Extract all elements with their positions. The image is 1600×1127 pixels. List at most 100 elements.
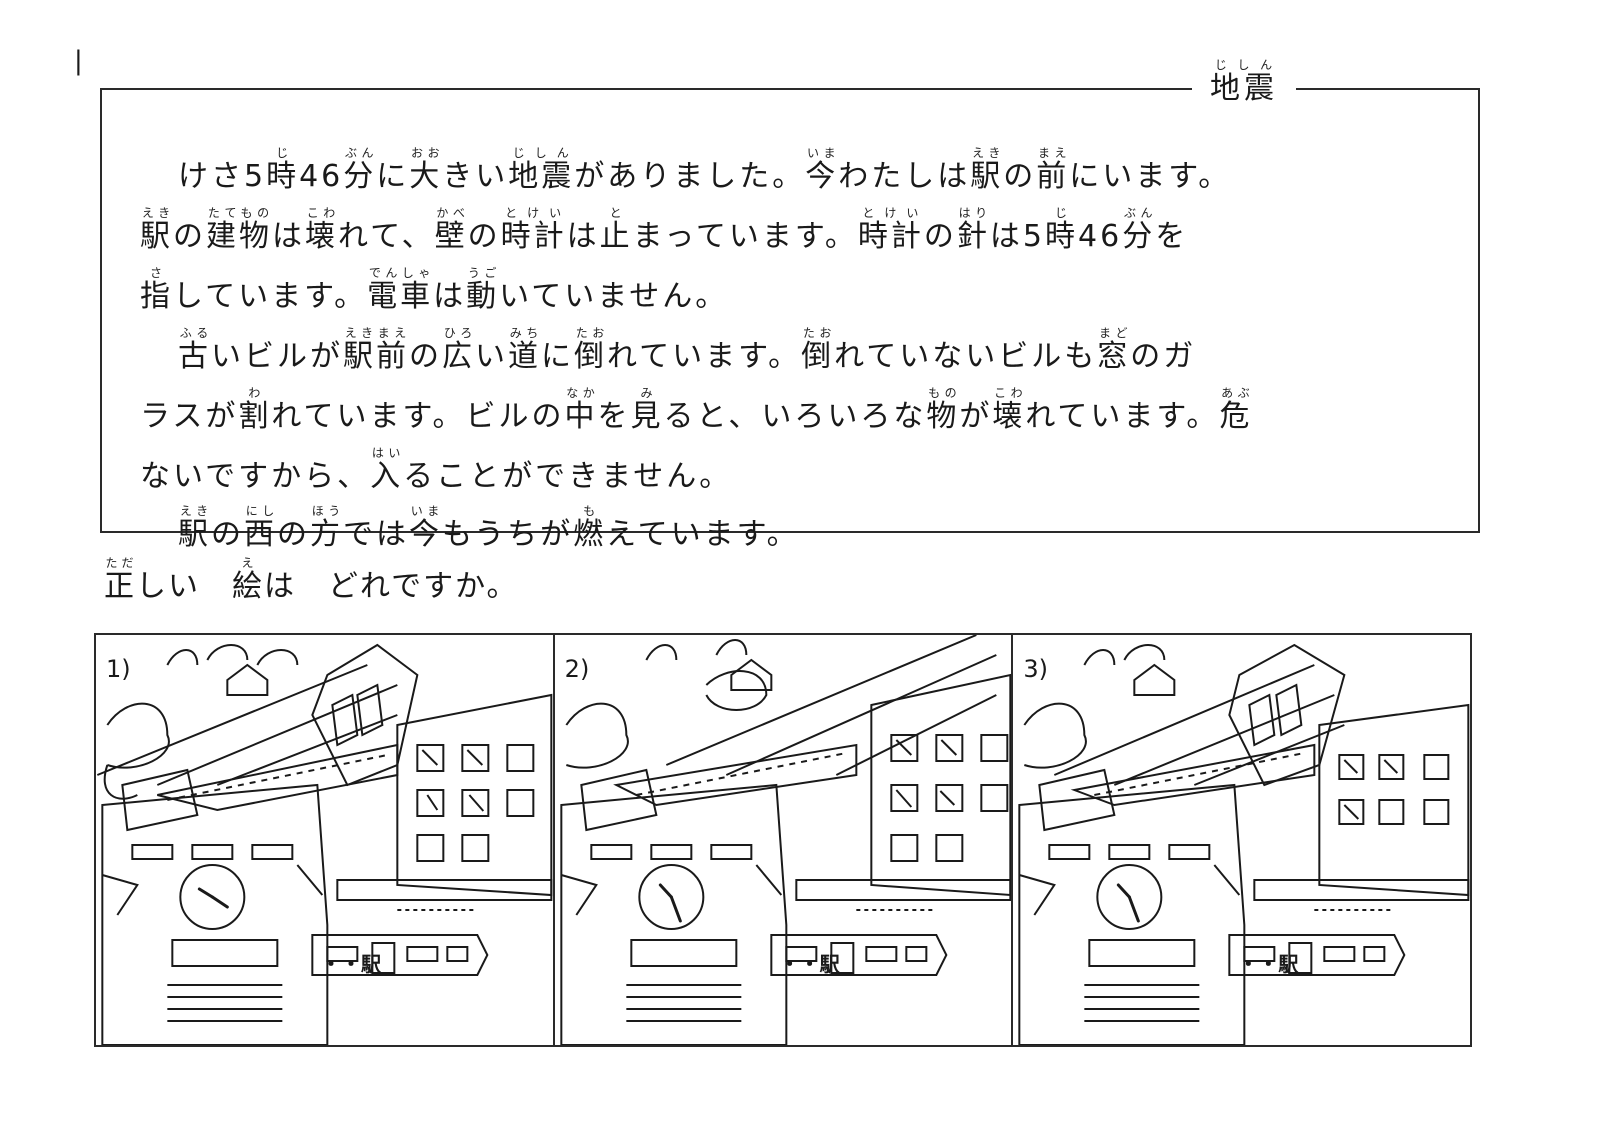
clock-hour-hand [658, 883, 673, 899]
picture-option-3[interactable]: 3) ・・駅 [1013, 635, 1470, 1045]
text-run: は5 [989, 219, 1046, 254]
text-run: れています。 [607, 339, 802, 374]
passage-line: 駅えきの西にしの方ほうでは今いまもうちが燃もえています。 [140, 504, 800, 555]
clock-minute-hand [210, 895, 229, 909]
text-run: いていません。 [499, 279, 729, 314]
text-run: まっています。 [632, 219, 858, 254]
text-run: 46 [299, 159, 344, 194]
furigana-word: 絵え [232, 556, 264, 604]
furigana-word: 建物たてもの [206, 206, 272, 254]
furigana-word: 駅えき [140, 206, 173, 254]
clock-minute-hand [669, 895, 682, 923]
text-run: の [211, 517, 244, 552]
furigana-word: 入はい [370, 446, 404, 494]
text-run: では [343, 517, 409, 552]
furigana-word: 割わ [238, 386, 272, 434]
furigana-word: 古ふる [178, 326, 211, 374]
passage-line: けさ5時じ46分ぶんに大おおきい地震じしんがありました。今いまわたしは駅えきの前… [140, 146, 1231, 197]
text-run: が [959, 399, 993, 434]
text-run: きい [442, 159, 509, 194]
furigana-word: 時じ [266, 146, 300, 194]
text-run: い [475, 339, 508, 374]
option-number: 3) [1023, 655, 1048, 683]
question-text: 正ただしい 絵えは どれですか。 [104, 556, 519, 605]
text-run: に [541, 339, 574, 374]
furigana-word: 壊こわ [305, 206, 338, 254]
furigana-word: 電車でんしゃ [367, 266, 434, 314]
margin-mark: | [74, 46, 83, 76]
text-run: れていないビルも [834, 339, 1098, 374]
furigana-word: 燃も [573, 504, 607, 552]
furigana-word: 駅えき [178, 504, 211, 552]
text-run: もうちが [442, 517, 574, 552]
furigana-word: 道みち [508, 326, 541, 374]
text-run: ないですから、 [140, 459, 371, 494]
furigana-word: 前まえ [1036, 146, 1070, 194]
furigana-word: 方ほう [310, 504, 343, 552]
furigana-word: 駅えき [970, 146, 1004, 194]
furigana-word: 広ひろ [442, 326, 475, 374]
text-run: の [923, 219, 957, 254]
furigana-word: 西にし [244, 504, 277, 552]
text-run: は どれですか。 [264, 569, 519, 604]
text-run: けさ5 [178, 159, 267, 194]
text-run: がありました。 [574, 159, 806, 194]
text-run: の [277, 517, 310, 552]
text-run: しています。 [173, 279, 368, 314]
text-run: ることができません。 [403, 459, 733, 494]
text-run: は [433, 279, 467, 314]
text-run: 46 [1078, 219, 1123, 254]
passage-line: ないですから、入はいることができません。 [140, 446, 732, 497]
option-number: 1) [106, 655, 131, 683]
text-run: を [597, 399, 631, 434]
clock-minute-hand [1128, 895, 1141, 923]
text-run: れています。ビルの [271, 399, 565, 434]
street-scene-illustration [96, 643, 553, 1045]
furigana-word: 時計とけい [857, 206, 924, 254]
answer-panels: 1) ・・駅 [94, 633, 1472, 1047]
station-sign: ・・駅 [779, 952, 840, 976]
furigana-word: 今いま [409, 504, 442, 552]
text-run: わたしは [838, 159, 971, 194]
street-scene-illustration [560, 635, 1012, 1045]
text-run: の [409, 339, 442, 374]
furigana-word: 大おお [409, 146, 443, 194]
station-sign: ・・駅 [1238, 952, 1299, 976]
furigana-word: 指さ [140, 266, 173, 314]
furigana-word: 地震じしん [508, 146, 575, 194]
option-number: 2) [564, 655, 590, 683]
text-run: れて、 [338, 219, 435, 254]
text-run: れています。 [1025, 399, 1220, 434]
passage-line: 古ふるいビルが駅前えきまえの広ひろい道みちに倒たおれています。倒たおれていないビ… [140, 326, 1196, 377]
text-run: の [467, 219, 501, 254]
furigana-word: 今いま [805, 146, 839, 194]
text-run: ると、いろいろな [663, 399, 927, 434]
furigana-word: 倒たお [801, 326, 835, 374]
text-run: のガ [1130, 339, 1197, 374]
furigana-word: 見み [630, 386, 664, 434]
furigana-word: 倒たお [574, 326, 607, 374]
clock-hour-hand [1117, 883, 1132, 899]
reading-passage-box: けさ5時じ46分ぶんに大おおきい地震じしんがありました。今いまわたしは駅えきの前… [100, 88, 1480, 552]
furigana-word: 針はり [956, 206, 990, 254]
text-run: の [173, 219, 206, 254]
passage-line: ラスが割われています。ビルの中なかを見みると、いろいろな物ものが壊こわれています… [140, 386, 1252, 437]
text-run: ラスが [140, 399, 239, 434]
text-run: いビルが [211, 339, 343, 374]
furigana-word: 正ただ [104, 556, 136, 604]
picture-option-2[interactable]: 2) ・・駅 [555, 635, 1014, 1045]
text-run: は [566, 219, 600, 254]
text-run: は [272, 219, 305, 254]
furigana-word: 動うご [466, 266, 500, 314]
furigana-word: 中なか [564, 386, 598, 434]
picture-option-1[interactable]: 1) ・・駅 [96, 635, 555, 1045]
text-run: の [1003, 159, 1037, 194]
text-run: に [376, 159, 410, 194]
furigana-word: 窓まど [1097, 326, 1131, 374]
text-run: えています。 [606, 517, 800, 552]
furigana-word: 分ぶん [1122, 206, 1156, 254]
furigana-word: 危あぶ [1219, 386, 1253, 434]
furigana-word: 物もの [926, 386, 960, 434]
clock-hour-hand [197, 887, 214, 899]
furigana-word: 分ぶん [343, 146, 377, 194]
